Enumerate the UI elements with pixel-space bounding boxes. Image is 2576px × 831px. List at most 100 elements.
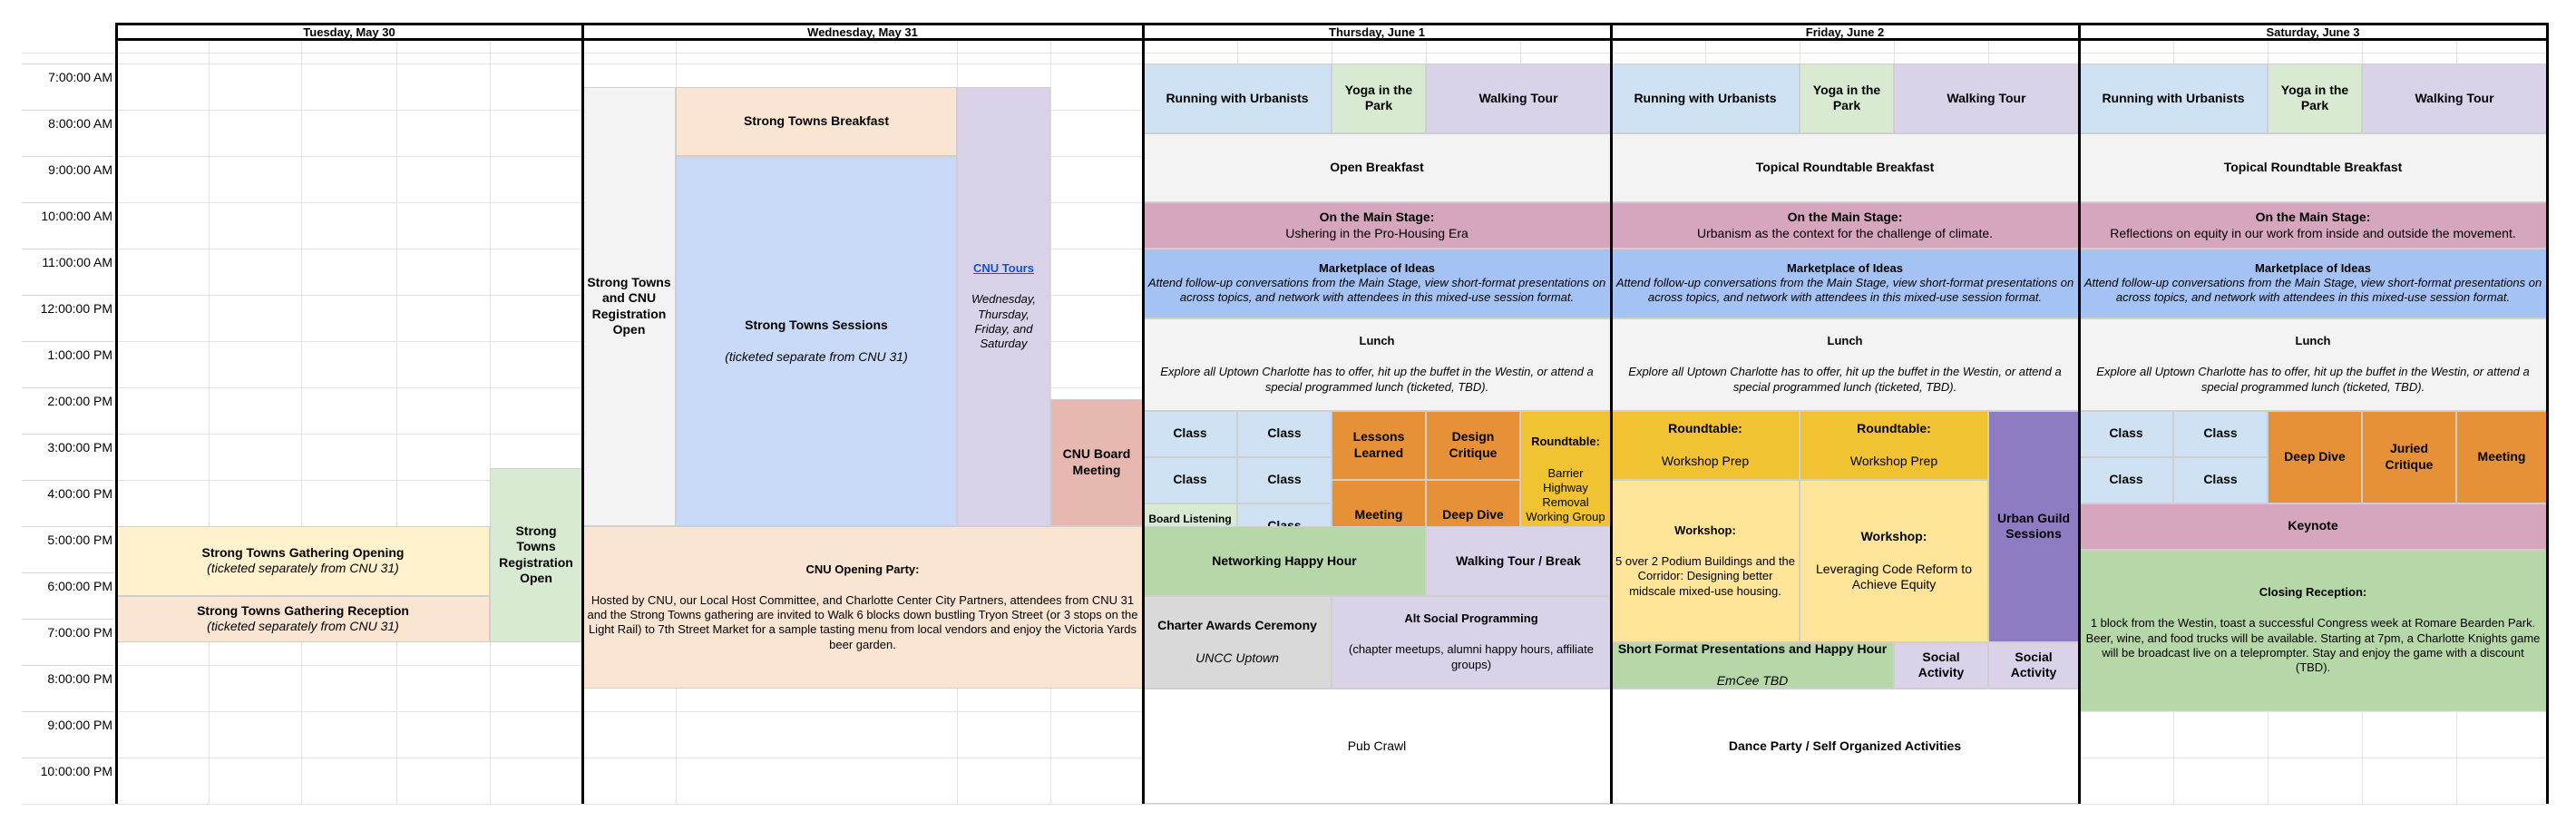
event-text: Class: [1173, 425, 1207, 441]
subheader-gridline: [22, 53, 2547, 54]
column-gridline: [209, 41, 210, 804]
event-text: Marketplace of Ideas: [1319, 260, 1435, 275]
event-pub-crawl[interactable]: Pub Crawl: [1143, 688, 1611, 804]
time-label: 9:00:00 AM: [22, 156, 112, 202]
time-label: 8:00:00 PM: [22, 665, 112, 711]
event-text: Lunch: [1827, 334, 1863, 348]
event-text: (chapter meetups, alumni happy hours, af…: [1348, 642, 1595, 671]
event-class[interactable]: Class: [2173, 456, 2268, 503]
event-text: Wednesday, Thursday, Friday, and Saturda…: [971, 292, 1037, 351]
event-running-with-urbanists[interactable]: Running with Urbanists: [2079, 64, 2268, 133]
event-text: Explore all Uptown Charlotte has to offe…: [2096, 365, 2530, 394]
event-networking-happy-hour[interactable]: Networking Happy Hour: [1143, 526, 1426, 596]
event-on-the-main-stage[interactable]: On the Main Stage:Urbanism as the contex…: [1611, 202, 2079, 249]
event-short-format-presentations-and-happy-hour[interactable]: Short Format Presentations and Happy Hou…: [1611, 641, 1894, 689]
time-label: 10:00:00 PM: [22, 758, 112, 804]
event-strong-towns-registration-open[interactable]: Strong Towns Registration Open: [490, 468, 582, 642]
event-class[interactable]: Class: [2079, 456, 2173, 503]
day-separator: [2546, 23, 2549, 804]
event-topical-roundtable-breakfast[interactable]: Topical Roundtable Breakfast: [1611, 132, 2079, 202]
event-meeting[interactable]: Meeting: [2456, 410, 2547, 503]
event-strong-towns-and-cnu-registration-open[interactable]: Strong Towns and CNU Registration Open: [582, 86, 676, 526]
event-walking-tour[interactable]: Walking Tour: [1426, 64, 1611, 133]
time-label: 4:00:00 PM: [22, 480, 112, 526]
event-workshop[interactable]: Workshop: 5 over 2 Podium Buildings and t…: [1611, 480, 1800, 642]
event-text: Workshop:: [1674, 523, 1736, 537]
event-running-with-urbanists[interactable]: Running with Urbanists: [1143, 64, 1332, 133]
event-lessons-learned[interactable]: Lessons Learned: [1332, 410, 1426, 480]
event-alt-social-programming[interactable]: Alt Social Programming(chapter meetups, …: [1332, 595, 1611, 689]
event-on-the-main-stage[interactable]: On the Main Stage:Reflections on equity …: [2079, 202, 2547, 249]
event-class[interactable]: Class: [2173, 410, 2268, 457]
event-social-activity[interactable]: Social Activity: [1894, 641, 1988, 689]
event-text: Class: [2203, 472, 2238, 487]
event-text: Workshop Prep: [1849, 453, 1938, 468]
event-text: Hosted by CNU, our Local Host Committee,…: [587, 592, 1138, 651]
event-closing-reception[interactable]: Closing Reception:1 block from the Westi…: [2079, 549, 2547, 711]
event-workshop[interactable]: Workshop:Leveraging Code Reform to Achie…: [1800, 480, 1988, 642]
event-text: Running with Urbanists: [1166, 90, 1309, 105]
event-walking-tour[interactable]: Walking Tour: [1894, 64, 2079, 133]
event-text: Explore all Uptown Charlotte has to offe…: [1628, 365, 2062, 394]
event-walking-tour-break[interactable]: Walking Tour / Break: [1426, 526, 1611, 596]
event-text: EmCee TBD: [1716, 673, 1789, 688]
event-class[interactable]: Class: [1237, 456, 1332, 503]
event-class[interactable]: Class: [1143, 456, 1237, 503]
event-text: Roundtable:: [1857, 421, 1931, 436]
event-text: CNU Opening Party:: [805, 562, 920, 576]
event-text: Short Format Presentations and Happy Hou…: [1617, 641, 1888, 656]
event-roundtable[interactable]: Roundtable: Workshop Prep: [1800, 410, 1988, 480]
event-strong-towns-breakfast[interactable]: Strong Towns Breakfast: [676, 86, 957, 156]
day-separator: [2078, 23, 2081, 804]
event-text: Marketplace of Ideas: [1787, 260, 1903, 275]
event-topical-roundtable-breakfast[interactable]: Topical Roundtable Breakfast: [2079, 132, 2547, 202]
event-urban-guild-sessions[interactable]: Urban Guild Sessions: [1988, 410, 2079, 642]
event-text: Attend follow-up conversations from the …: [2083, 276, 2542, 305]
event-class[interactable]: Class: [2079, 410, 2173, 457]
day-header: Friday, June 2: [1611, 23, 2079, 41]
event-text: Meeting: [1354, 506, 1403, 522]
time-label: 7:00:00 PM: [22, 619, 112, 665]
event-strong-towns-gathering-reception[interactable]: Strong Towns Gathering Reception(tickete…: [116, 595, 490, 642]
event-keynote[interactable]: Keynote: [2079, 503, 2547, 550]
event-yoga-in-the-park[interactable]: Yoga in the Park: [1332, 64, 1426, 133]
event-text: CNU Board Meeting: [1062, 446, 1131, 477]
event-dance-party-self-organized-activities[interactable]: Dance Party / Self Organized Activities: [1611, 688, 2079, 804]
event-text: (ticketed separately from CNU 31): [207, 619, 399, 633]
event-class[interactable]: Class: [1143, 410, 1237, 457]
event-text: Urban Guild Sessions: [1996, 510, 2071, 542]
event-strong-towns-gathering-opening[interactable]: Strong Towns Gathering Opening(ticketed …: [116, 526, 490, 596]
event-text: Class: [2109, 425, 2143, 441]
event-text[interactable]: CNU Tours: [973, 261, 1034, 276]
event-design-critique[interactable]: Design Critique: [1426, 410, 1520, 480]
event-cnu-opening-party[interactable]: CNU Opening Party: Hosted by CNU, our Loc…: [582, 526, 1143, 689]
event-strong-towns-sessions[interactable]: Strong Towns Sessions(ticketed separate …: [676, 156, 957, 526]
event-open-breakfast[interactable]: Open Breakfast: [1143, 132, 1611, 202]
event-on-the-main-stage[interactable]: On the Main Stage:Ushering in the Pro-Ho…: [1143, 202, 1611, 249]
event-text: Attend follow-up conversations from the …: [1147, 276, 1606, 305]
column-gridline: [301, 41, 302, 804]
time-label: 5:00:00 PM: [22, 526, 112, 572]
event-cnu-board-meeting[interactable]: CNU Board Meeting: [1050, 398, 1143, 526]
event-class[interactable]: Class: [1237, 410, 1332, 457]
event-text: Charter Awards Ceremony: [1157, 618, 1317, 632]
event-juried-critique[interactable]: Juried Critique: [2362, 410, 2456, 503]
event-walking-tour[interactable]: Walking Tour: [2362, 64, 2547, 133]
event-text: 5 over 2 Podium Buildings and the Corrid…: [1615, 554, 1796, 598]
event-yoga-in-the-park[interactable]: Yoga in the Park: [1800, 64, 1894, 133]
event-yoga-in-the-park[interactable]: Yoga in the Park: [2268, 64, 2362, 133]
event-deep-dive[interactable]: Deep Dive: [2268, 410, 2362, 503]
event-text: Strong Towns Registration Open: [499, 523, 573, 586]
time-label: 12:00:00 PM: [22, 295, 112, 341]
event-social-activity[interactable]: Social Activity: [1988, 641, 2079, 689]
event-running-with-urbanists[interactable]: Running with Urbanists: [1611, 64, 1800, 133]
event-roundtable[interactable]: Roundtable:Workshop Prep: [1611, 410, 1800, 480]
